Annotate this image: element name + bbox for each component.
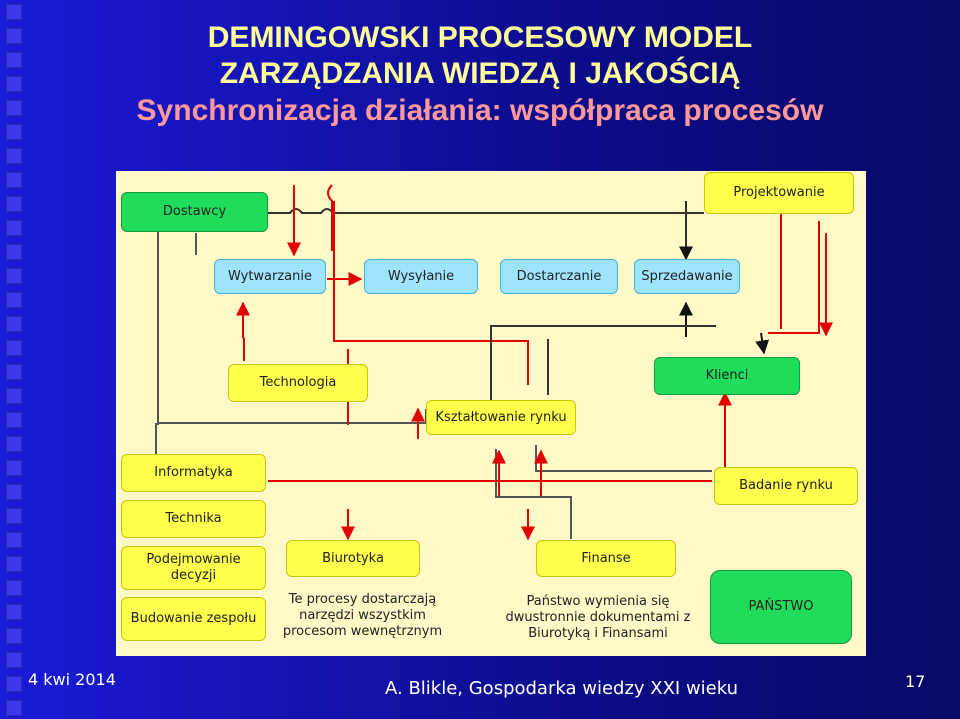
decorative-tile	[6, 580, 22, 596]
decorative-tile	[6, 628, 22, 644]
decorative-tile	[6, 340, 22, 356]
node-panstwo: PAŃSTWO	[710, 570, 852, 644]
decorative-tile	[6, 244, 22, 260]
decorative-tile	[6, 436, 22, 452]
node-podejmowanie-decyzji: Podejmowanie decyzji	[121, 546, 266, 590]
decorative-tile	[6, 532, 22, 548]
node-dostarczanie: Dostarczanie	[500, 259, 618, 294]
decorative-tile	[6, 412, 22, 428]
node-wytwarzanie: Wytwarzanie	[214, 259, 326, 294]
node-badanie-rynku: Badanie rynku	[714, 467, 858, 505]
footer-page-number: 17	[905, 672, 926, 691]
decorative-tile-column	[0, 0, 32, 719]
decorative-tile	[6, 364, 22, 380]
connector-lines	[155, 184, 833, 541]
line-finanse-2	[535, 445, 712, 472]
node-sprzedawanie: Sprzedawanie	[634, 259, 740, 294]
node-budowanie-zespolu: Budowanie zespołu	[121, 597, 266, 641]
node-biurotyka: Biurotyka	[286, 540, 420, 577]
red-projektowanie-down	[768, 221, 820, 334]
node-projektowanie: Projektowanie	[704, 172, 854, 214]
footer-author: A. Blikle, Gospodarka wiedzy XXI wieku	[385, 678, 739, 699]
node-informatyka: Informatyka	[121, 454, 266, 492]
decorative-tile	[6, 28, 22, 44]
node-technika: Technika	[121, 500, 266, 538]
subtitle: Synchronizacja działania: współpraca pro…	[136, 94, 824, 127]
decorative-tile	[6, 100, 22, 116]
decorative-tile	[6, 4, 22, 20]
decorative-tile	[6, 268, 22, 284]
decorative-tile	[6, 652, 22, 668]
red-to-wysylanie	[327, 184, 333, 251]
decorative-tile	[6, 124, 22, 140]
footer-date: 4 kwi 2014	[28, 670, 116, 689]
decorative-tile	[6, 220, 22, 236]
decorative-tile	[6, 148, 22, 164]
decorative-tile	[6, 556, 22, 572]
title-line-1: DEMINGOWSKI PROCESOWY MODEL	[207, 21, 753, 54]
note-panstwo-dokumenty: Państwo wymienia się dwustronnie dokumen…	[505, 594, 691, 641]
decorative-tile	[6, 316, 22, 332]
node-wysylanie: Wysyłanie	[364, 259, 478, 294]
decorative-tile	[6, 460, 22, 476]
line-technologia-wytwarzanie	[236, 301, 250, 361]
decorative-tile	[6, 196, 22, 212]
line-dostawcy-projektowanie	[268, 208, 704, 214]
line-to-klienci	[755, 332, 770, 355]
decorative-tile	[6, 700, 22, 716]
line-ksztalt-black	[490, 325, 716, 415]
line-wysylanie-return	[333, 201, 529, 385]
decorative-tile	[6, 172, 22, 188]
node-ksztaltowanie-rynku: Kształtowanie rynku	[426, 400, 576, 435]
decorative-tile	[6, 676, 22, 692]
note-procesy-narzedzia: Te procesy dostarczają narzędzi wszystki…	[282, 592, 443, 639]
decorative-tile	[6, 52, 22, 68]
node-finanse: Finanse	[536, 540, 676, 577]
decorative-tile	[6, 508, 22, 524]
node-dostawcy: Dostawcy	[121, 192, 268, 232]
decorative-tile	[6, 484, 22, 500]
decorative-tile	[6, 292, 22, 308]
decorative-tile	[6, 388, 22, 404]
node-technologia: Technologia	[228, 364, 368, 402]
node-klienci: Klienci	[654, 357, 800, 395]
decorative-tile	[6, 76, 22, 92]
title-line-2: ZARZĄDZANIA WIEDZĄ I JAKOŚCIĄ	[219, 57, 741, 90]
line-finanse-1	[495, 449, 572, 539]
decorative-tile	[6, 604, 22, 620]
process-diagram: Dostawcy Projektowanie Wytwarzanie Wysył…	[116, 171, 866, 656]
